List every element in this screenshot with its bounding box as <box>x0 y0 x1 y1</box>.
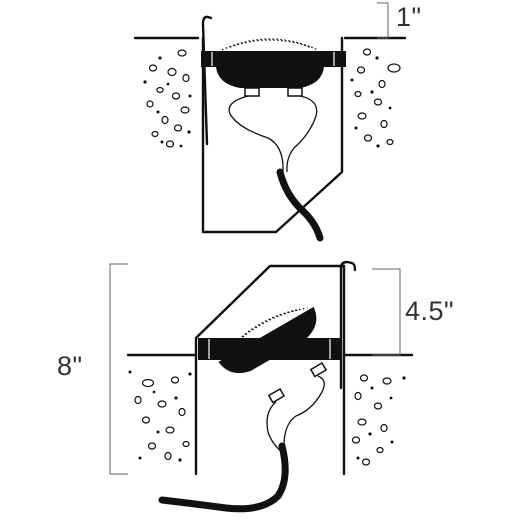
housing-outline-top <box>201 36 344 234</box>
wire-right-bottom <box>283 375 325 447</box>
angled-mount-figure: 8" 4.5" <box>57 260 454 513</box>
stake-icon <box>339 260 357 390</box>
dimension-bracket-4-5in <box>372 268 401 356</box>
wire-left-top <box>228 95 284 173</box>
housing-outline-bottom <box>194 264 346 476</box>
wire-right-top <box>286 95 318 173</box>
cable-icon <box>276 168 324 242</box>
dimension-label-1in: 1" <box>396 2 422 32</box>
cable-icon <box>158 442 289 513</box>
dimension-label-8in: 8" <box>57 351 83 381</box>
lamp-band-bottom <box>198 338 342 360</box>
gravel-icon <box>143 49 192 148</box>
lamp-lens-top <box>221 38 319 51</box>
dimension-bracket-8in <box>109 263 128 475</box>
dimension-label-4-5in: 4.5" <box>405 296 454 326</box>
dimension-bracket-top <box>377 2 389 39</box>
stake-icon <box>201 15 213 146</box>
gravel-icon <box>128 370 192 462</box>
gravel-icon <box>350 48 401 148</box>
wire-left-bottom <box>266 401 283 453</box>
lamp-fixture-icon <box>216 67 324 88</box>
lamp-band-top <box>201 51 346 67</box>
gravel-icon <box>351 374 406 466</box>
flush-mount-figure: 1" <box>133 2 422 242</box>
